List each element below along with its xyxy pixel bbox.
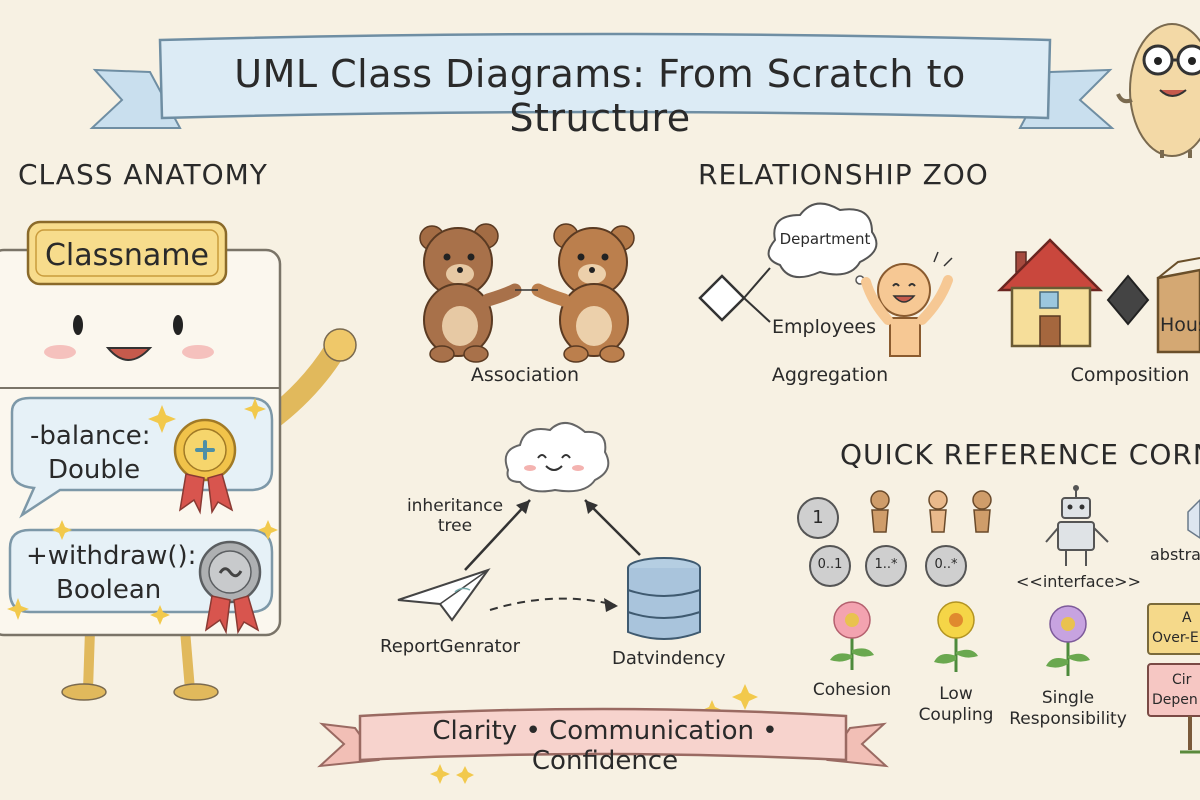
- method-line-2: Boolean: [56, 575, 162, 605]
- association-bears: [419, 223, 635, 363]
- section-heading-zoo: RELATIONSHIP ZOO: [698, 158, 989, 191]
- abstract-crystal: [1187, 498, 1200, 539]
- class-name-label: Classname: [44, 238, 209, 273]
- method-line-1: +withdraw():: [26, 541, 197, 571]
- aggregation-part-label: Employees: [772, 316, 876, 338]
- composition-part-label: Hous: [1160, 314, 1200, 336]
- abstract-label: abstra: [1150, 545, 1200, 564]
- attribute-line-1: -balance:: [30, 421, 151, 451]
- interface-label: <<interface>>: [1016, 572, 1141, 591]
- multiplicity-one-many: 1..*: [874, 557, 898, 572]
- composition-diagram: [996, 238, 1200, 354]
- page-title: UML Class Diagrams: From Scratch to Stru…: [234, 52, 966, 140]
- sign-2-line-1: Cir: [1172, 672, 1192, 688]
- title-banner: [89, 32, 1115, 129]
- multiplicity-one: 1: [812, 507, 824, 528]
- principle-low: Low: [939, 684, 973, 704]
- inheritance-diagram: [397, 422, 701, 640]
- mascot-glasses: [1116, 23, 1200, 158]
- multiplicity-coins: [797, 497, 967, 587]
- sign-1-line-2: Over-E: [1152, 630, 1199, 646]
- association-label: Association: [470, 364, 580, 386]
- footer-motto: Clarity • Communication • Confidence: [432, 716, 778, 776]
- aggregation-label: Aggregation: [771, 364, 889, 386]
- section-heading-reference: QUICK REFERENCE CORNER: [840, 438, 1200, 471]
- principle-responsibility: Responsibility: [1009, 709, 1127, 729]
- multiplicity-zero-one: 0..1: [817, 557, 843, 572]
- aggregation-whole-label: Department: [779, 230, 871, 248]
- report-generator-label: ReportGenrator: [380, 636, 521, 657]
- warning-signs: [1147, 603, 1200, 754]
- principle-single: Single: [1041, 688, 1095, 708]
- dependency-label: Datvindency: [612, 648, 726, 669]
- aggregation-diagram: [698, 202, 953, 357]
- sign-2-line-2: Depen: [1152, 692, 1198, 708]
- inheritance-label-line-1: inheritance: [406, 496, 504, 516]
- multiplicity-zero-many: 0..*: [934, 557, 958, 572]
- class-name-tag: [26, 220, 228, 286]
- principle-coupling: Coupling: [918, 705, 994, 725]
- interface-robot: [1045, 485, 1109, 566]
- sign-1-line-1: A: [1182, 610, 1192, 626]
- people-figures: [870, 490, 992, 533]
- section-heading-anatomy: CLASS ANATOMY: [18, 158, 268, 191]
- composition-label: Composition: [1070, 364, 1190, 386]
- footer-ribbon: [317, 707, 889, 768]
- principle-cohesion: Cohesion: [812, 680, 892, 700]
- inheritance-label-line-2: tree: [437, 516, 473, 536]
- attribute-bubble: [10, 396, 274, 519]
- attribute-line-2: Double: [48, 455, 141, 485]
- principle-flowers: [830, 601, 1090, 676]
